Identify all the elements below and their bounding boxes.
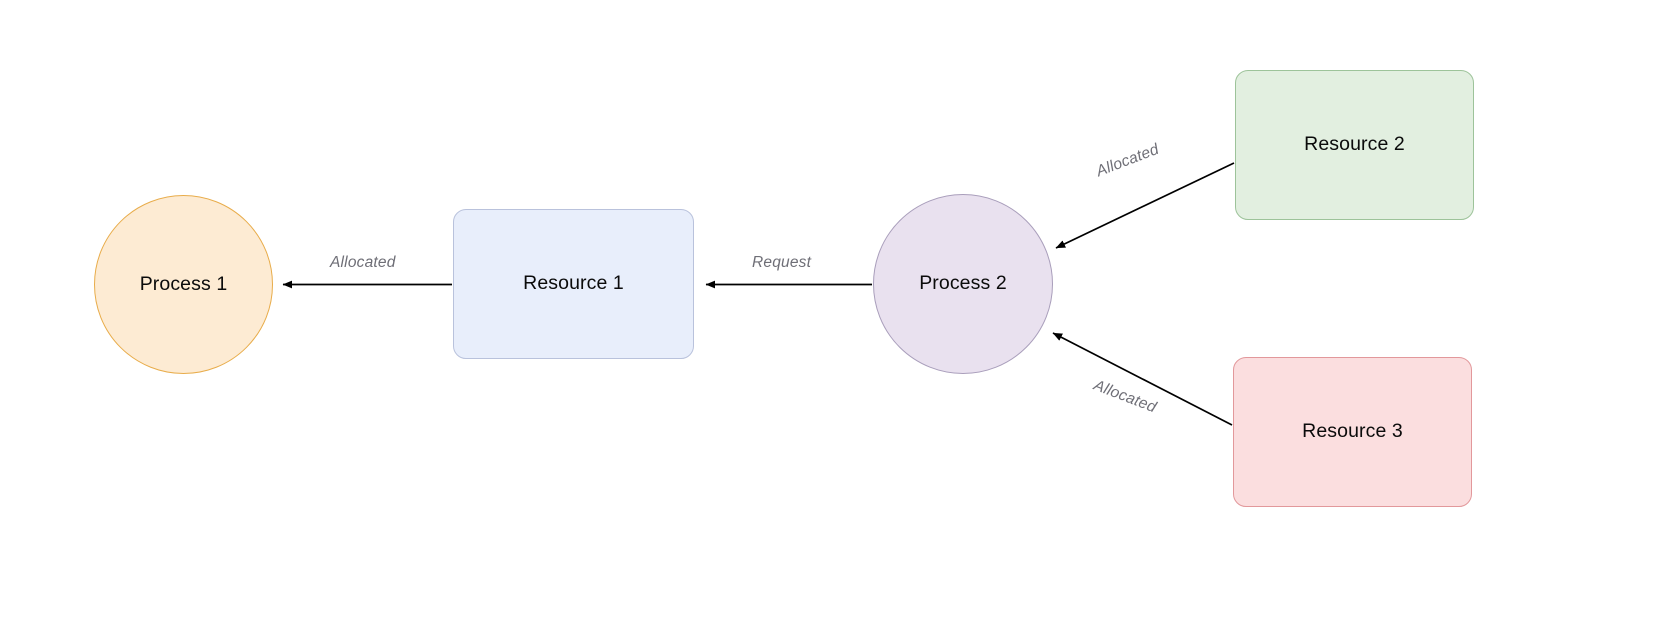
node-resource-3[interactable]: Resource 3 (1233, 357, 1472, 507)
node-label-resource-2: Resource 2 (1304, 133, 1405, 156)
edge-allocated-resource2-process2 (1055, 162, 1235, 249)
node-process-1[interactable]: Process 1 (94, 195, 273, 374)
node-label-process-2: Process 2 (919, 272, 1007, 295)
edge-label-allocated-resource3-process2: Allocated (1091, 376, 1159, 417)
node-resource-1[interactable]: Resource 1 (453, 209, 694, 359)
edge-label-allocated-resource2-process2: Allocated (1093, 140, 1162, 181)
node-label-resource-1: Resource 1 (523, 272, 624, 295)
edge-line (1055, 162, 1235, 249)
node-process-2[interactable]: Process 2 (873, 194, 1053, 374)
node-resource-2[interactable]: Resource 2 (1235, 70, 1474, 220)
edge-label-allocated-resource1-process1: Allocated (330, 254, 396, 271)
edge-label-request-process2-resource1: Request (752, 254, 812, 271)
node-label-resource-3: Resource 3 (1302, 420, 1403, 443)
node-label-process-1: Process 1 (139, 272, 228, 295)
